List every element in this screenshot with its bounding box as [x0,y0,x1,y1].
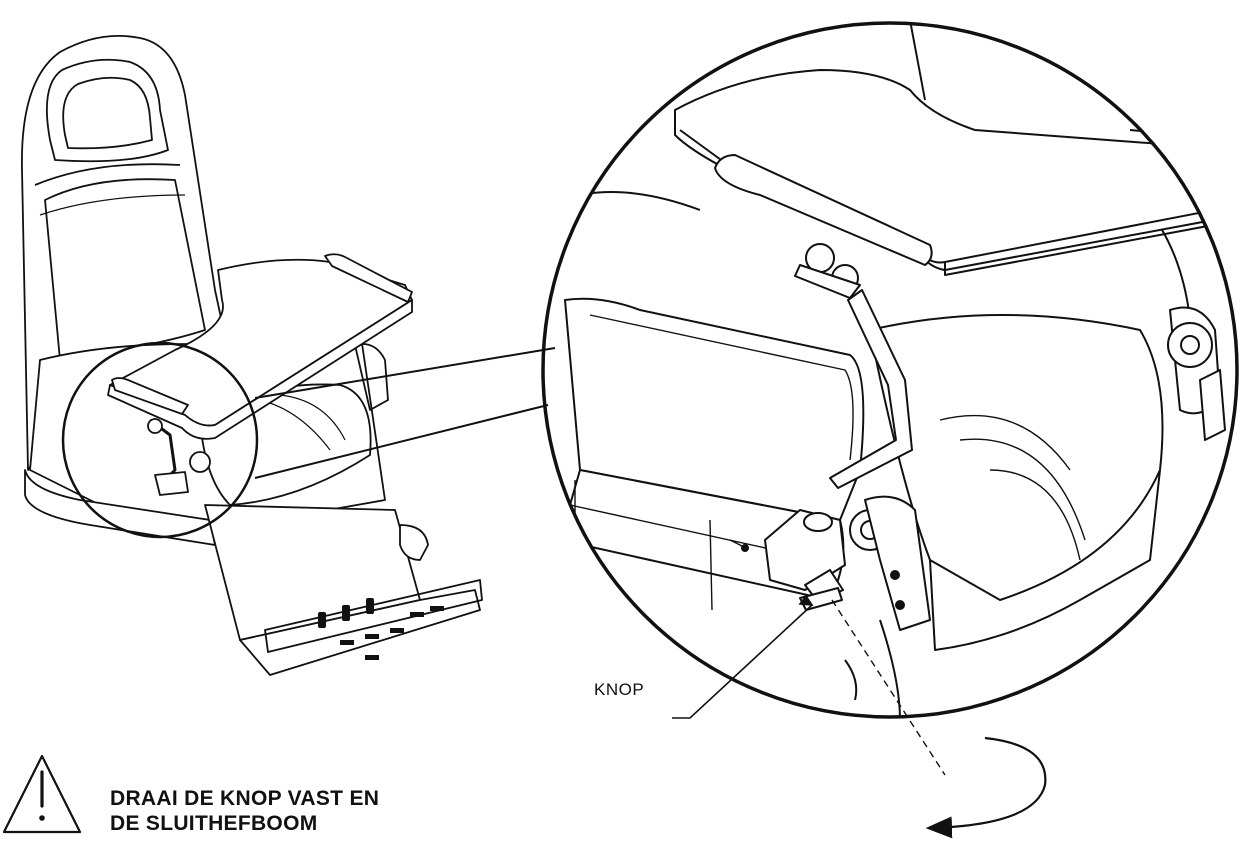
detail-circle-large [541,21,1239,719]
rotation-axis-dashed [831,599,946,776]
warning-triangle-icon [2,754,82,834]
callout-connector [254,347,556,479]
rotation-arrow-icon [925,736,1047,839]
detail-enlarged [559,23,1237,717]
warning-line-1: DRAAI DE KNOP VAST EN [110,787,380,810]
warning-instruction: DRAAI DE KNOP VAST EN DE SLUITHEFBOOM [110,786,379,836]
warning-line-2: DE SLUITHEFBOOM [110,812,318,835]
seat-overview [21,35,483,676]
knop-callout-label: KNOP [594,680,645,699]
knop-leader [672,594,814,719]
detail-circle-small [61,341,259,539]
